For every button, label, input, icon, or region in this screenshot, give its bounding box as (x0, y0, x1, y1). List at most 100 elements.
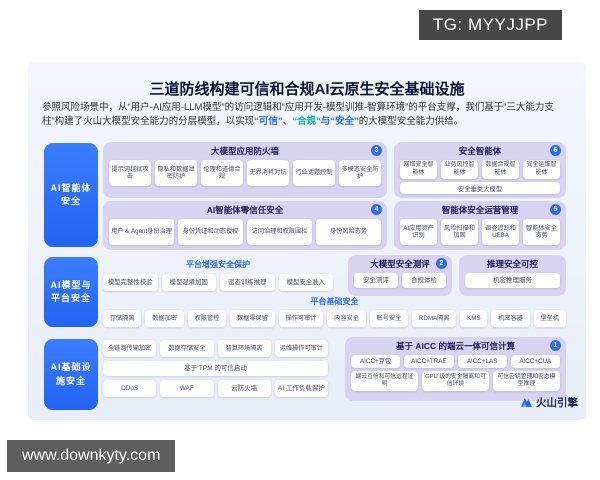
section-security-agents: 安全智能体 6 网络安全智能体业务风控智能体数据合规智能体安全运维智能体 安全垂… (394, 142, 566, 198)
item-chip: 提示词越狱攻击 (109, 160, 151, 186)
item-chip: 用户 & Agent身份治理 (109, 219, 174, 245)
side-label-ai-agent-security: AI智能体安全 (44, 143, 98, 247)
item-chip: 操作可审计 (278, 310, 324, 327)
intro-text: 参照风险场景中，从“用户-AI应用-LLM模型”的访问逻辑和“应用开发-模型训推… (42, 102, 554, 128)
item-chip: 多模态安全防护 (339, 160, 381, 186)
security-vertical-llm-chip: 安全垂类大模型 (400, 182, 560, 194)
section-title: 智能体安全运营管理 (441, 205, 519, 215)
item-chip: 基于 TPM 的可信启动 (103, 361, 328, 376)
item-chip: 存储隔离 (103, 310, 142, 327)
slide-canvas: 三道防线构建可信和合规AI云原生安全基础设施 参照风险场景中，从“用户-AI应用… (28, 62, 586, 420)
item-chip: AICC+豆包 (351, 355, 401, 368)
number-badge: 4 (371, 204, 382, 215)
item-row: 全链路传输加密数据存储安全智算环境隔离运维操作可审计 (103, 340, 328, 357)
item-chip: 内容安全 (327, 310, 366, 327)
logo-text: 火山引擎 (536, 397, 578, 409)
item-chip: 身份凭证和动态授权 (178, 219, 243, 245)
section-title: 大模型安全测评 (370, 259, 430, 269)
item-chip: 访问治理和权限围栏 (247, 219, 312, 245)
section-title: 推理安全可控 (486, 259, 538, 269)
highlighted-term: “安全” (330, 116, 359, 128)
item-chip: 智算环境隔离 (217, 340, 271, 357)
volcengine-logo: 火山引擎 (520, 395, 578, 410)
item-row: 提示词越狱攻击隐私和数据泄密防护伦理和道德合规无界消耗对抗行业话题控制多模态安全… (109, 160, 381, 186)
item-chip: AICC+CUA (510, 355, 560, 368)
item-chip: 网络安全智能体 (400, 160, 437, 179)
section-model-security-eval: 大模型安全测评 2 安全测评合规体检 (348, 255, 452, 296)
item-chip: 调查追踪和UEBA (482, 219, 519, 245)
volcano-icon (520, 396, 533, 409)
item-chip: 隐私和数据泄密防护 (155, 160, 197, 186)
item-chip: 运维操作可审计 (274, 340, 328, 357)
section-inference-control: 推理安全可控 机密推理服务 (459, 255, 566, 296)
number-badge: 2 (436, 258, 447, 269)
item-chip: AICC+LAS (457, 355, 507, 368)
item-chip: 行业话题控制 (293, 160, 335, 186)
item-chip: AI应用资产识别 (400, 219, 437, 245)
item-chip: 安全运维智能体 (523, 160, 560, 179)
item-chip: 可信密钥管理和密态模型推理 (493, 371, 560, 391)
item-row: 安全测评合规体检 (354, 273, 446, 288)
number-badge: 6 (550, 145, 561, 156)
header-platform-enhanced-security: 平台增强安全保护 (186, 260, 250, 269)
item-chip: 全链路传输加密 (103, 340, 157, 357)
number-badge: 3 (371, 145, 382, 156)
item-chip: 堡垒机 (533, 310, 566, 327)
item-row: 用户 & Agent身份治理身份凭证和动态授权访问治理和权限围栏身份风险态势 (109, 219, 381, 245)
highlighted-term: 与 (320, 116, 331, 128)
item-chip: 无界消耗对抗 (247, 160, 289, 186)
watermark-site-badge: www.downkyty.com (7, 440, 176, 472)
section-title: 基于 AICC 的端云一体可信计算 (395, 341, 515, 351)
section-title: 大模型应用防火墙 (210, 146, 279, 156)
intro-text: 的大模型安全能力供给。 (358, 116, 464, 128)
item-chip: 安全测评 (354, 273, 398, 288)
item-chip: 风险扫描和加固 (441, 219, 478, 245)
number-badge: 5 (550, 204, 561, 215)
intro-paragraph: 参照风险场景中，从“用户-AI应用-LLM模型”的访问逻辑和“应用开发-模型训推… (42, 101, 572, 130)
section-title: AI智能体零信任安全 (206, 205, 284, 215)
item-chip: 数据零保留 (230, 310, 275, 327)
section-llm-app-firewall: 大模型应用防火墙 3 提示词越狱攻击隐私和数据泄密防护伦理和道德合规无界消耗对抗… (103, 142, 387, 198)
item-row: 模型完整性校验模型混淆加固密态训练推理模型安全准入 (103, 274, 333, 291)
item-chip: 模型安全准入 (278, 274, 333, 291)
item-chip: 合规体检 (402, 273, 446, 288)
section-agent-zero-trust: AI智能体零信任安全 4 用户 & Agent身份治理身份凭证和动态授权访问治理… (103, 201, 387, 250)
item-chip: DDoS (103, 380, 157, 397)
item-chip: 账号安全 (369, 310, 409, 327)
item-chip: AI 工作负载保护 (274, 380, 328, 397)
item-row: 机密推理服务 (465, 273, 560, 288)
item-chip: KMS (460, 310, 488, 327)
item-row: 网络安全智能体业务风控智能体数据合规智能体安全运维智能体 (400, 160, 560, 179)
item-chip: 模型完整性校验 (103, 274, 158, 291)
item-chip: AICC+TRAE (404, 355, 454, 368)
item-chip: 密态训练推理 (220, 274, 275, 291)
item-chip: 云防火墙 (217, 380, 271, 397)
item-chip: 业务风控智能体 (441, 160, 478, 179)
item-chip: 数据存储安全 (160, 340, 214, 357)
watermark-telegram-badge: TG: MYYJJPP (418, 10, 562, 40)
side-label-ai-infra-security: AI基础设施安全 (44, 339, 98, 410)
item-row: 基于 TPM 的可信启动 (103, 361, 328, 376)
side-label-ai-model-platform-security: AI模型与平台安全 (44, 257, 98, 327)
header-platform-base-security: 平台基础安全 (310, 297, 359, 306)
intro-text: 、 (282, 116, 293, 128)
item-chip: RDMA隔离 (412, 310, 457, 327)
item-chip: 身份风险态势 (316, 219, 381, 245)
highlighted-term: “可信” (254, 116, 283, 128)
item-chip: GPU 级的安全隔离和可信环境 (422, 371, 489, 391)
item-chip: 智能体安全态势 (523, 219, 560, 245)
item-chip: WAF (160, 380, 214, 397)
highlighted-term: “合规” (292, 116, 321, 128)
number-badge: 1 (550, 340, 561, 351)
item-chip: 数据加密 (145, 310, 184, 327)
section-title: 安全智能体 (458, 146, 502, 156)
item-chip: 数据合规智能体 (482, 160, 519, 179)
